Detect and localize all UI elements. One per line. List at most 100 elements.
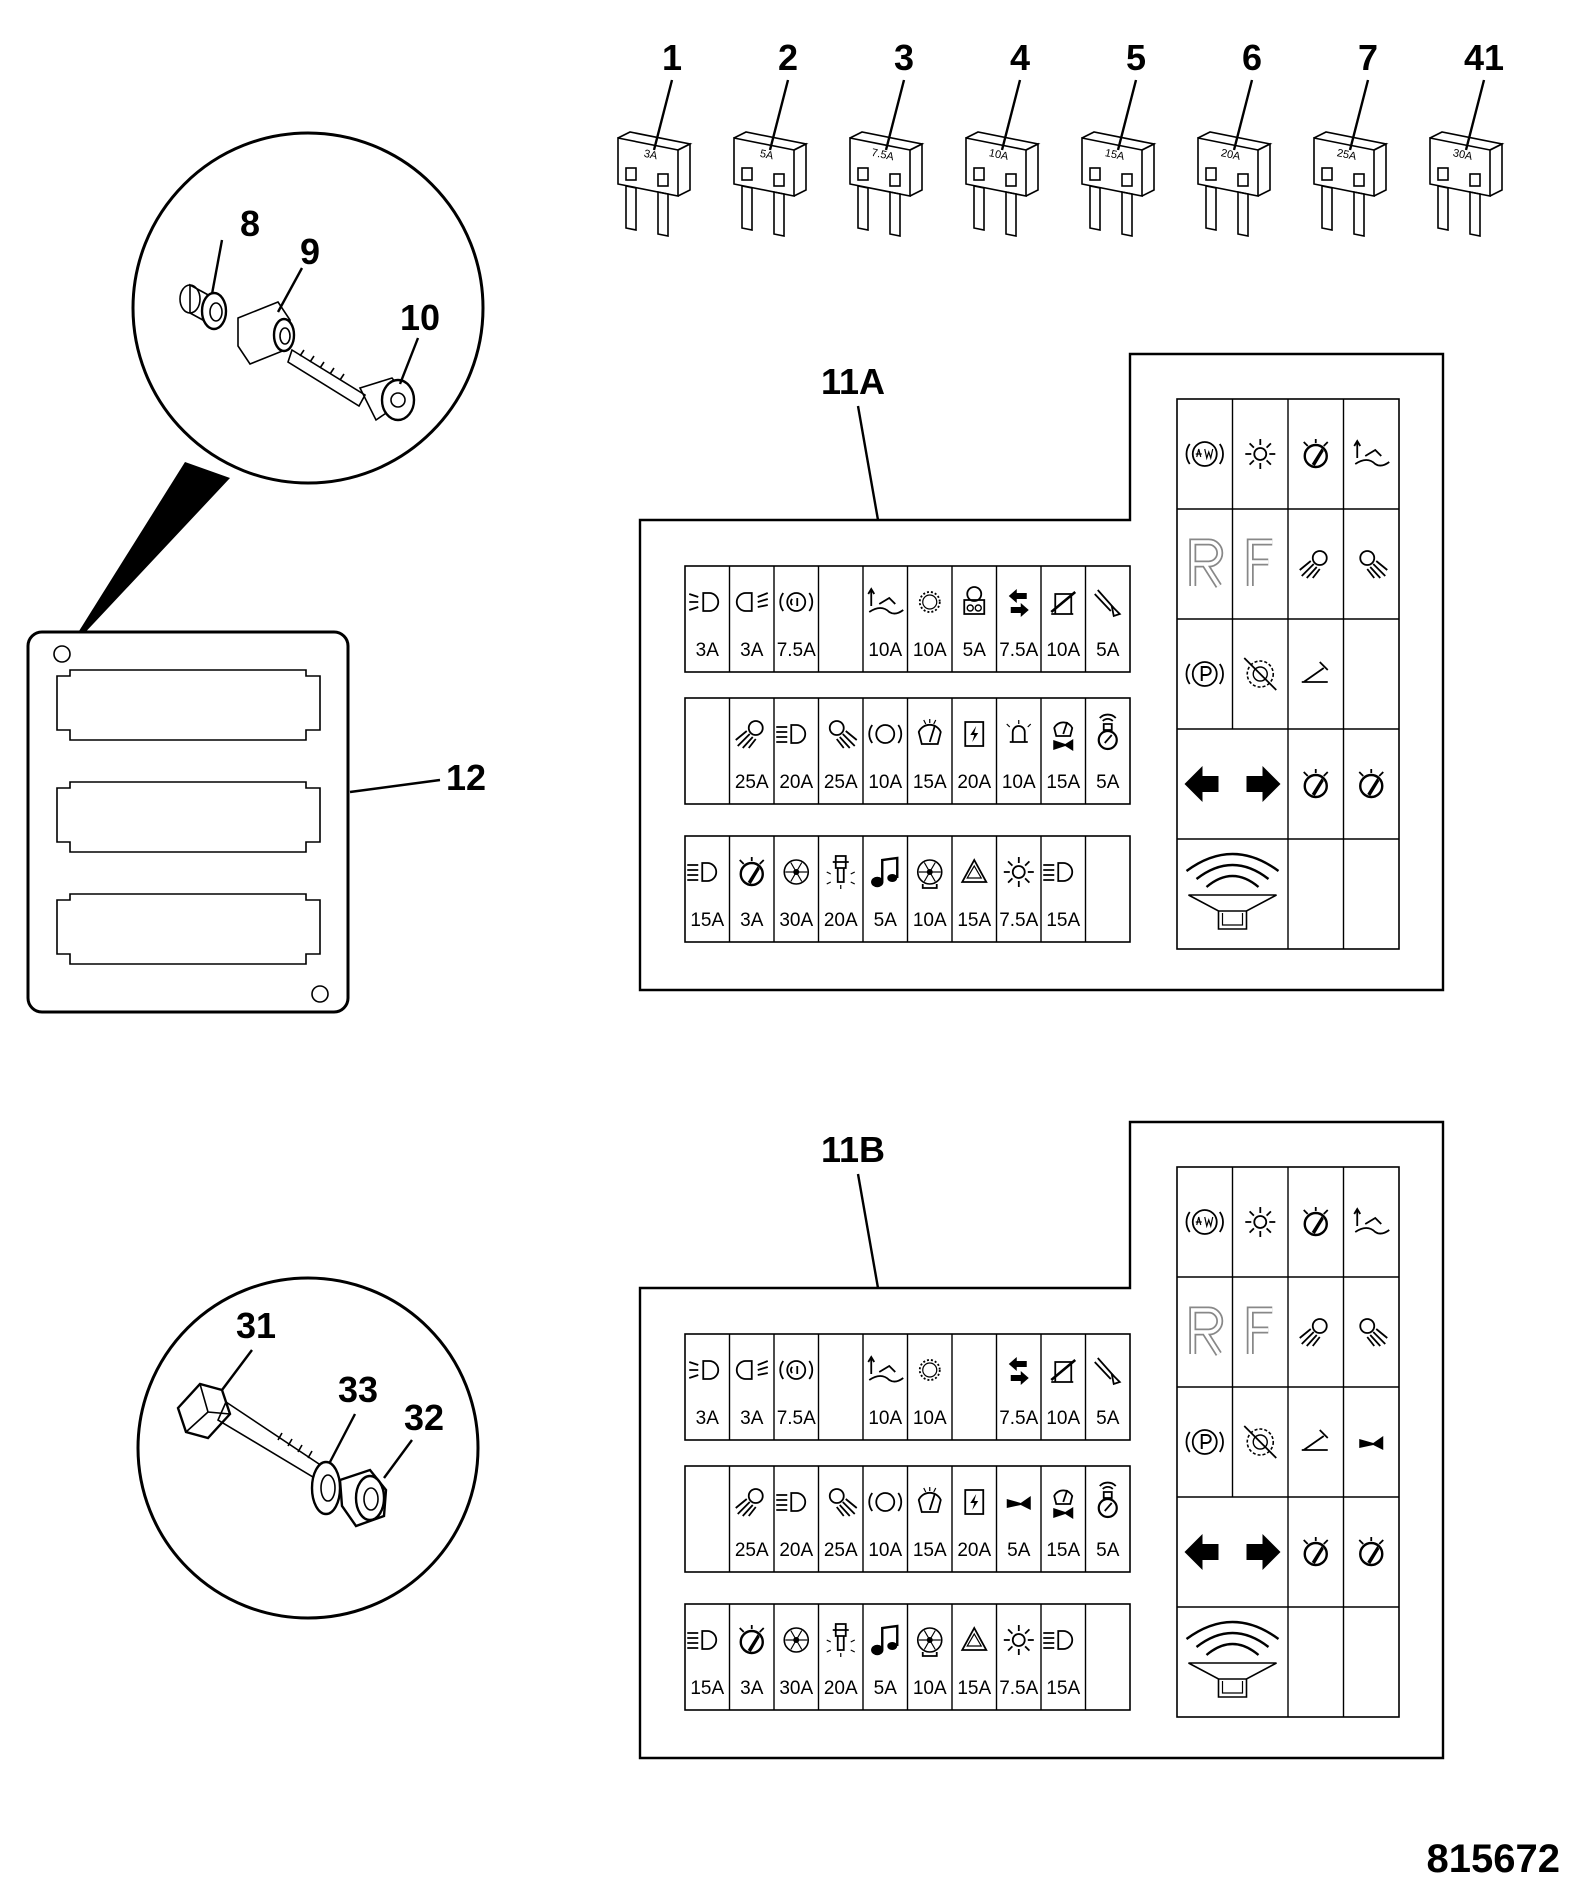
fuse-amp-label: 3A xyxy=(740,1678,764,1699)
cover-slot-3 xyxy=(56,893,321,965)
fuse-slot-beacon: 10A xyxy=(1002,720,1036,793)
main-beam-icon xyxy=(776,724,807,744)
fuse-rating: 3A xyxy=(643,148,659,163)
fuse-slot-dipped-beam-right: 3A xyxy=(735,592,769,661)
relay-slot-stopwatch xyxy=(1303,769,1329,799)
fuse-slot-stopwatch: 3A xyxy=(739,857,765,931)
callout-31: 31 xyxy=(236,1305,276,1346)
fuse-slot-boom-lift: 10A xyxy=(867,587,904,661)
radio-gauge-icon xyxy=(1097,713,1118,751)
boom-lift-icon xyxy=(867,1355,904,1383)
fuse-rating: 10A xyxy=(988,147,1010,163)
fuse-slot-flood-lamp: 25A xyxy=(824,1488,858,1561)
fuse-slot-main-beam: 15A xyxy=(687,862,724,931)
stopwatch-icon xyxy=(739,1625,765,1655)
callout-10: 10 xyxy=(400,297,440,338)
fuse-rating: 25A xyxy=(1336,147,1358,163)
fuse-slot-dipped-beam-left: 3A xyxy=(688,592,719,661)
forward-letter-icon xyxy=(1246,538,1273,586)
seat-icon xyxy=(1050,1359,1077,1383)
fuse-slot-main-beam: 15A xyxy=(687,1630,724,1699)
cover-hole-top xyxy=(53,645,71,663)
relay-slot-horn-speaker xyxy=(1185,852,1280,930)
fuse-amp-label: 20A xyxy=(824,910,858,931)
fuse-amp-label: 5A xyxy=(1007,1540,1031,1561)
fuse-slot-direction-arrows: 7.5A xyxy=(999,589,1039,661)
horn-speaker-icon xyxy=(1185,852,1280,930)
fuse-amp-label: 15A xyxy=(957,1678,991,1699)
fuse-amp-label: 10A xyxy=(1046,1408,1080,1429)
fuse-slot-brake-ring: 10A xyxy=(868,724,902,793)
fuse-amp-label: 7.5A xyxy=(999,1408,1038,1429)
fuse-slot-brake-ring: 10A xyxy=(868,1492,902,1561)
dipped-beam-right-icon xyxy=(735,1360,769,1380)
blade-fuse-3: 37.5A xyxy=(849,37,925,237)
fuse-slot-wiper: 15A xyxy=(913,1487,947,1561)
tilt-pedal-icon xyxy=(1301,661,1329,683)
fuse-amp-label: 15A xyxy=(913,1540,947,1561)
fuse-amp-label: 25A xyxy=(824,772,858,793)
fuse-amp-label: 20A xyxy=(957,1540,991,1561)
fuse-amp-label: 25A xyxy=(735,772,769,793)
relay-slot-boom-lift xyxy=(1353,1207,1390,1235)
fuse-slot-direction-arrows: 7.5A xyxy=(999,1357,1039,1429)
fuse-slot-horn: 5A xyxy=(1006,1496,1031,1561)
fuse-amp-label: 15A xyxy=(1046,1540,1080,1561)
main-beam-icon xyxy=(687,1630,718,1650)
callout-33: 33 xyxy=(338,1369,378,1410)
stopwatch-icon xyxy=(1303,769,1329,799)
relay-slot-left-right-arrows xyxy=(1184,766,1281,802)
brake-warning-icon xyxy=(779,592,814,612)
relay-slot-work-lamp xyxy=(1299,1318,1328,1347)
relay-slot-stopwatch xyxy=(1358,769,1384,799)
fuse-slot-main-beam: 20A xyxy=(776,1492,813,1561)
fuse-callout: 3 xyxy=(894,37,914,78)
fuse-amp-label: 10A xyxy=(868,1540,902,1561)
fuse-amp-label: 25A xyxy=(824,1540,858,1561)
left-right-arrows-icon xyxy=(1184,1534,1281,1570)
cover-hole-bottom xyxy=(311,985,329,1003)
fuse-slot-main-beam: 15A xyxy=(1043,862,1080,931)
fuse-slot-power-socket: 20A xyxy=(957,721,991,793)
fuse-amp-label: 10A xyxy=(868,640,902,661)
boom-lift-icon xyxy=(867,587,904,615)
fuse-amp-label: 7.5A xyxy=(999,640,1038,661)
wiper-horn-icon xyxy=(1053,1489,1074,1519)
fuse-slot-cigar-lighter: 20A xyxy=(824,1623,858,1699)
fuse-amp-label: 3A xyxy=(696,1408,720,1429)
fuse-rating: 15A xyxy=(1104,147,1126,163)
heater-fan-icon xyxy=(783,859,810,885)
stopwatch-icon xyxy=(1303,1537,1329,1567)
fuse-rating: 5A xyxy=(759,148,775,163)
fuse-slot-main-beam: 15A xyxy=(1043,1630,1080,1699)
stopwatch-icon xyxy=(739,857,765,887)
flood-lamp-icon xyxy=(1359,550,1388,579)
main-beam-icon xyxy=(1043,862,1074,882)
fuse-slot-interior-light: 7.5A xyxy=(999,857,1039,931)
brake-warning-icon xyxy=(779,1360,814,1380)
forward-letter-icon xyxy=(1246,1306,1273,1354)
cap-screw-10 xyxy=(287,348,416,422)
fuse-slot-wiper-horn: 15A xyxy=(1046,1489,1080,1561)
work-lamp-icon xyxy=(735,720,764,749)
main-beam-icon xyxy=(1043,1630,1074,1650)
relay-slot-stopwatch xyxy=(1303,1207,1329,1237)
fuse-amp-label: 15A xyxy=(957,910,991,931)
relay-slot-horn xyxy=(1359,1436,1384,1450)
hazard-triangle-icon xyxy=(960,858,988,883)
reverse-letter-icon xyxy=(1189,1306,1224,1356)
dipped-beam-left-icon xyxy=(688,1360,720,1380)
relay-slot-left-right-arrows xyxy=(1184,1534,1281,1570)
fuse-amp-label: 5A xyxy=(1096,772,1120,793)
fuse-amp-label: 10A xyxy=(913,1408,947,1429)
fuse-amp-label: 3A xyxy=(740,1408,764,1429)
fuse-slot-fan-blower: 10A xyxy=(913,1627,947,1699)
fuse-slot-cigar-lighter: 20A xyxy=(824,855,858,931)
horn-icon xyxy=(1359,1436,1384,1450)
fuse-amp-label: 5A xyxy=(1096,1540,1120,1561)
